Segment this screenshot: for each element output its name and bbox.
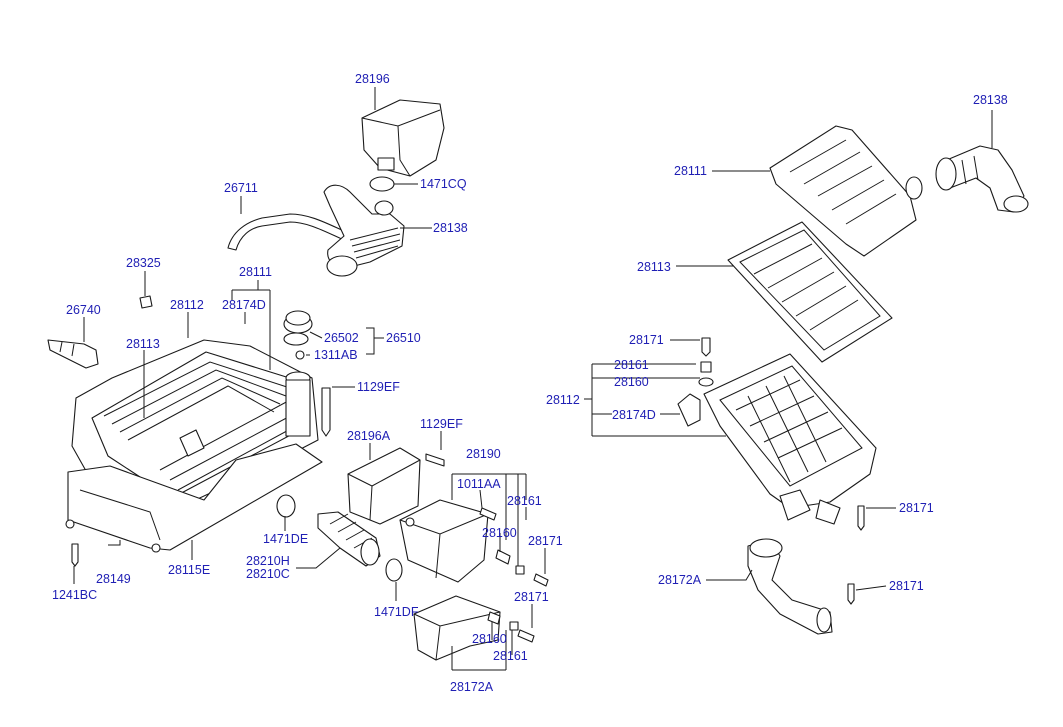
part-label-28196a: 28196A <box>347 429 391 443</box>
part-label-1241bc: 1241BC <box>52 588 97 602</box>
part-label-1311ab: 1311AB <box>314 348 358 362</box>
part-label-28171-lower: 28171 <box>514 590 549 604</box>
duct-28172a-right-part <box>747 538 833 635</box>
part-label-28161-right: 28161 <box>614 358 649 372</box>
part-label-28172a-right: 28172A <box>658 573 702 587</box>
bolt-1241bc-part <box>71 543 79 567</box>
part-label-28113: 28113 <box>126 337 160 351</box>
part-label-26740: 26740 <box>66 303 101 317</box>
bolt-28171-mid-part <box>857 505 865 531</box>
part-label-28174d-right: 28174D <box>612 408 656 422</box>
part-label-26711: 26711 <box>224 181 258 195</box>
part-label-26510: 26510 <box>386 331 421 345</box>
part-label-28210c: 28210C <box>246 567 290 581</box>
part-label-28149: 28149 <box>96 572 131 586</box>
part-label-28112: 28112 <box>170 298 204 312</box>
part-label-28138-right: 28138 <box>973 93 1008 107</box>
part-label-28171-right-lower: 28171 <box>889 579 924 593</box>
hose-28210-part <box>317 511 381 567</box>
part-label-1129ef-upper: 1129EF <box>357 380 400 394</box>
grommet-28325-part <box>139 295 153 309</box>
part-label-28111-right: 28111 <box>674 164 707 178</box>
filter-element-28113-part <box>727 221 893 363</box>
resonator-part <box>361 99 445 177</box>
part-label-28160-right: 28160 <box>614 375 649 389</box>
part-label-28171-right-mid: 28171 <box>899 501 934 515</box>
part-label-28115e: 28115E <box>168 563 210 577</box>
part-labels: 28196 1471CQ 26711 28138 28325 28111 267… <box>52 72 1008 694</box>
clamp-1471df-part <box>385 558 403 582</box>
part-label-28171-upper: 28171 <box>528 534 563 548</box>
part-label-28160-upper: 28160 <box>482 526 517 540</box>
bolt-1129ef-lower-part <box>425 453 445 467</box>
part-label-26502: 26502 <box>324 331 359 345</box>
clamp-1471de-part <box>276 494 296 518</box>
clamp-1471cq-part <box>369 176 395 192</box>
part-label-1471de: 1471DE <box>263 532 308 546</box>
part-label-28210h: 28210H <box>246 554 290 568</box>
intake-duct-28138-right-part <box>935 145 1029 213</box>
cover-28111-part <box>769 125 923 257</box>
spacer-28161-part <box>700 361 712 373</box>
part-label-28160-lower: 28160 <box>472 632 507 646</box>
part-label-1471cq: 1471CQ <box>420 177 467 191</box>
part-label-28325: 28325 <box>126 256 161 270</box>
part-label-28111: 28111 <box>239 265 272 279</box>
duct-28172a-lower-part <box>413 595 501 661</box>
bracket-28174d-right-part <box>677 393 701 427</box>
part-label-28190: 28190 <box>466 447 501 461</box>
part-label-28112-right: 28112 <box>546 393 580 407</box>
washer-28160-part <box>698 377 714 387</box>
part-label-1011aa: 1011AA <box>457 477 501 491</box>
part-label-28196: 28196 <box>355 72 390 86</box>
filler-cap-26510-part <box>283 310 313 360</box>
part-label-28113-right: 28113 <box>637 260 671 274</box>
part-label-28161-upper: 28161 <box>507 494 542 508</box>
part-label-28138: 28138 <box>433 221 468 235</box>
bracket-28190-part <box>399 499 489 583</box>
part-label-1129ef-lower: 1129EF <box>420 417 463 431</box>
leader-lines <box>73 87 993 671</box>
part-label-28174d: 28174D <box>222 298 266 312</box>
intake-duct-28138-part <box>323 184 405 277</box>
lower-case-28112-part <box>703 353 877 525</box>
bolt-28171-top-part <box>701 337 711 357</box>
part-drawings-left <box>47 99 549 661</box>
part-label-1471df: 1471DF <box>374 605 419 619</box>
bolt-1129ef-upper-part <box>321 387 331 437</box>
part-label-28171-right-top: 28171 <box>629 333 664 347</box>
hose-26711-part <box>227 213 347 251</box>
resonator-28196a-part <box>347 447 421 525</box>
part-drawings-right <box>677 125 1029 635</box>
part-label-28172a-lower: 28172A <box>450 680 494 694</box>
part-label-28161-lower: 28161 <box>493 649 528 663</box>
breather-valve-26740-part <box>47 339 99 369</box>
bolt-28171-lower-part <box>847 583 855 605</box>
hardware-small-parts <box>479 507 549 643</box>
mounting-plate-part <box>65 443 323 553</box>
